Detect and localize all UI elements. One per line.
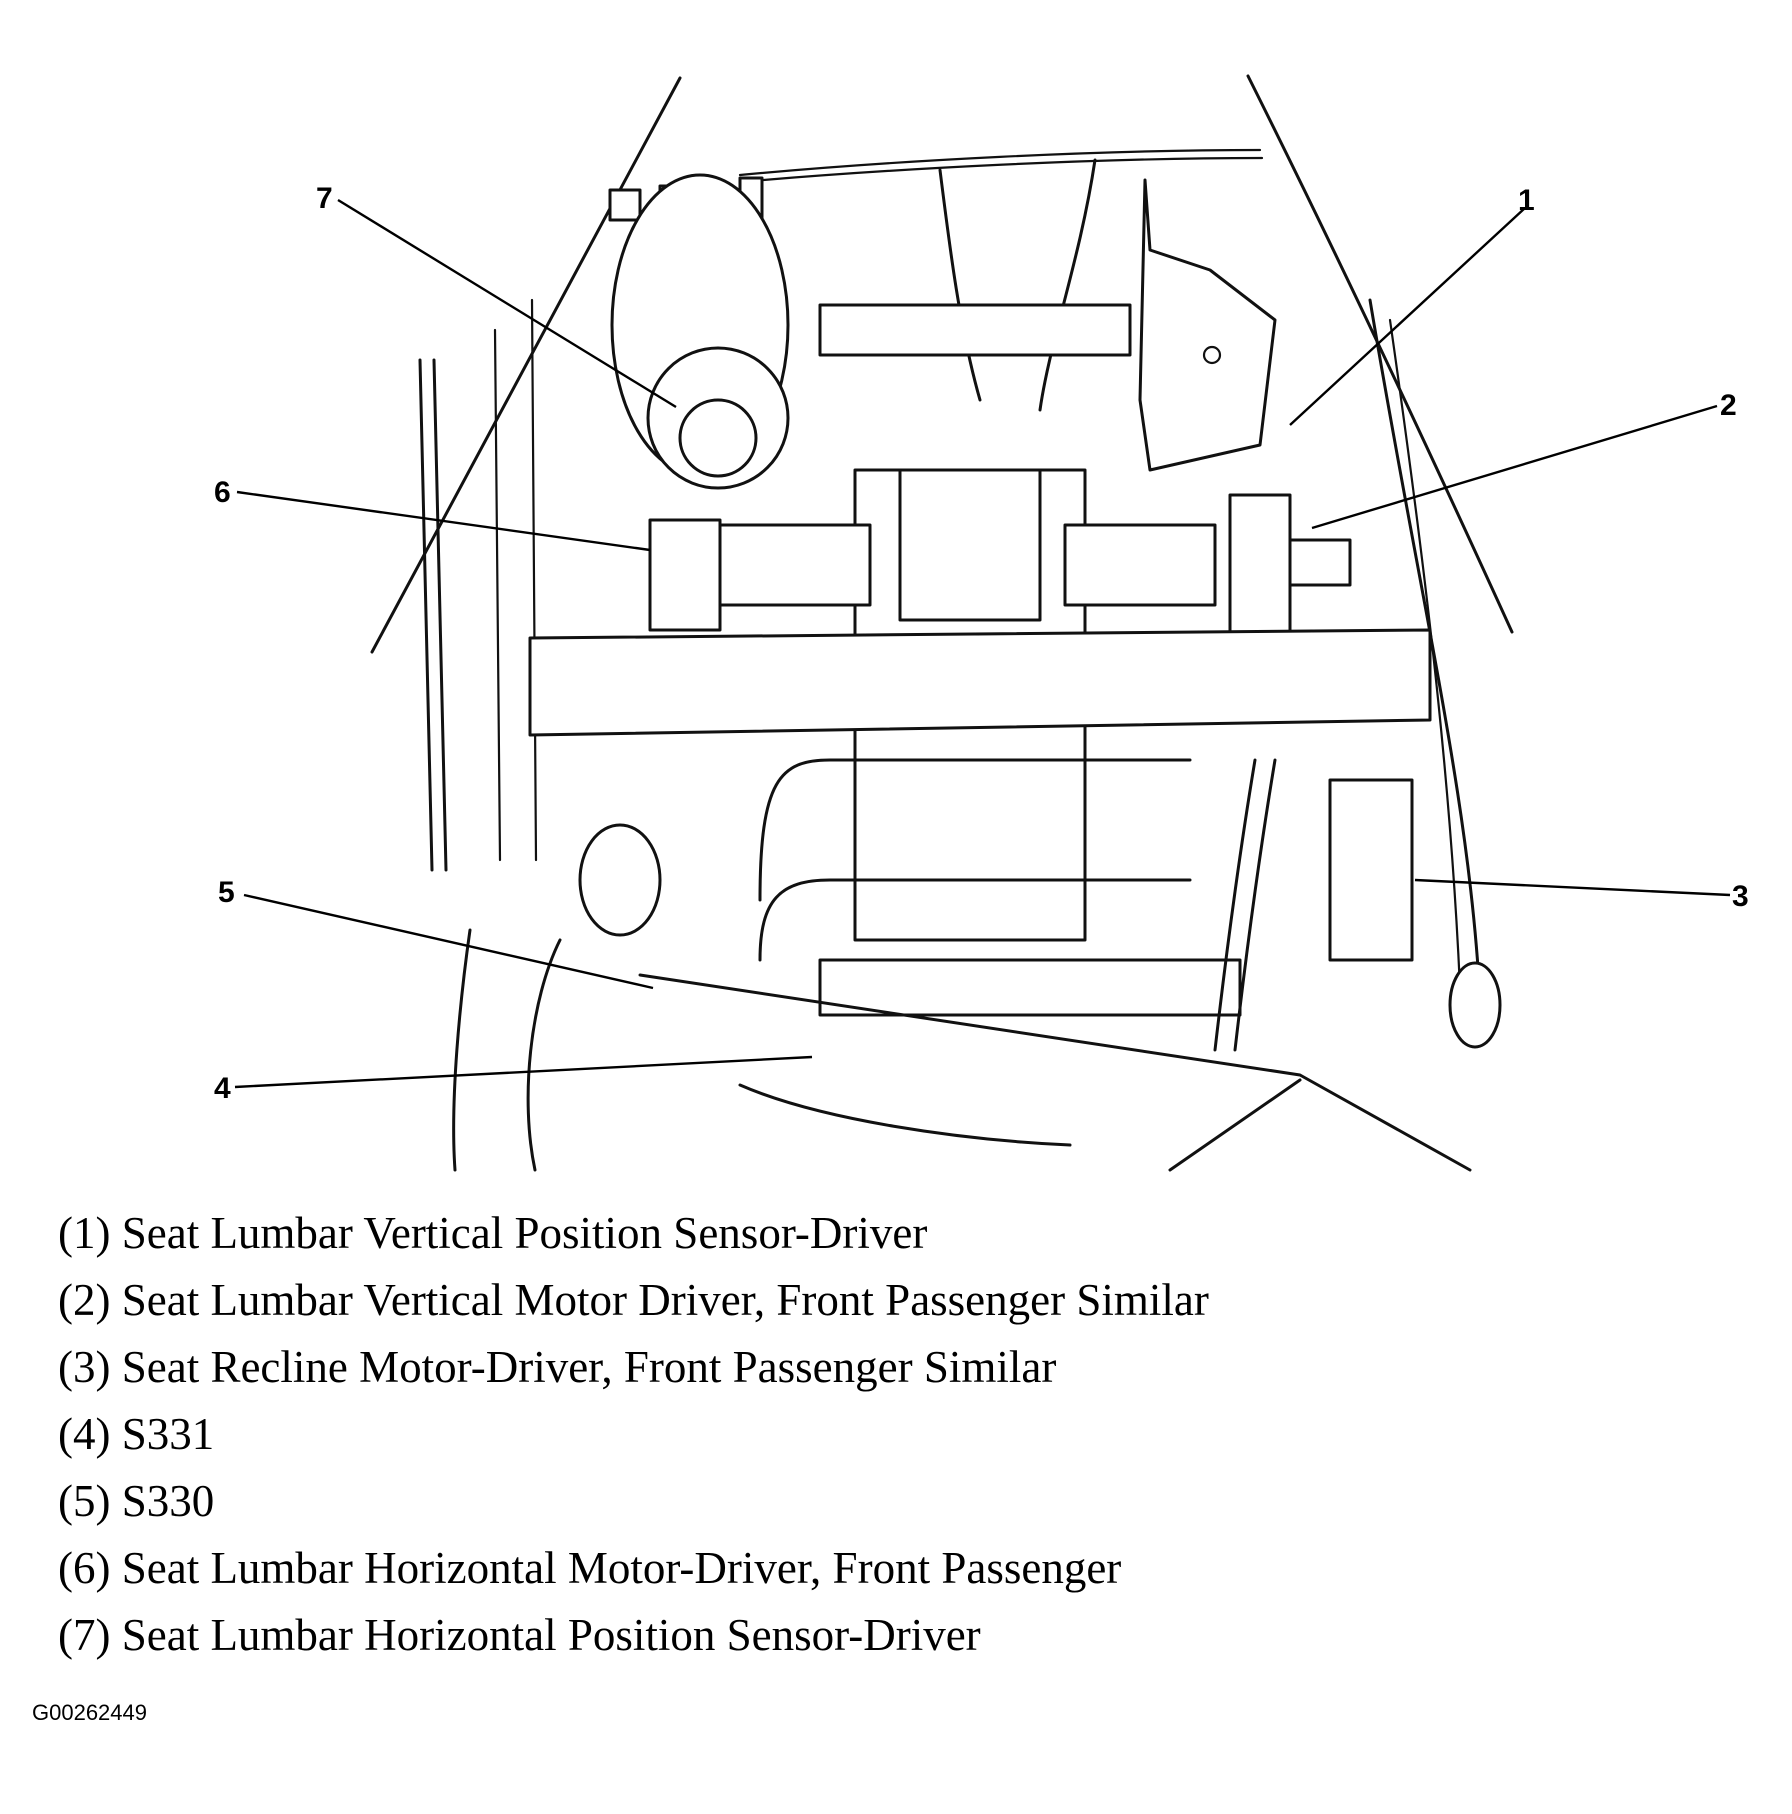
legend-item-7: (7) Seat Lumbar Horizontal Position Sens… bbox=[58, 1610, 981, 1660]
callout-6: 6 bbox=[214, 476, 231, 509]
leader-lines bbox=[234, 198, 1731, 1089]
callout-4: 4 bbox=[214, 1072, 231, 1105]
callout-3: 3 bbox=[1732, 880, 1749, 913]
figure-code: G00262449 bbox=[32, 1700, 147, 1725]
legend-item-3: (3) Seat Recline Motor-Driver, Front Pas… bbox=[58, 1342, 1057, 1392]
callout-5: 5 bbox=[218, 876, 235, 909]
callout-7: 7 bbox=[316, 182, 333, 215]
seat-back-outline bbox=[370, 74, 1514, 1042]
legend-item-5: (5) S330 bbox=[58, 1476, 215, 1526]
crossbar bbox=[528, 628, 1432, 737]
legend-item-2: (2) Seat Lumbar Vertical Motor Driver, F… bbox=[58, 1275, 1209, 1325]
callout-2: 2 bbox=[1720, 389, 1737, 422]
callout-1: 1 bbox=[1518, 184, 1535, 217]
legend: (1) Seat Lumbar Vertical Position Sensor… bbox=[58, 1200, 1758, 1669]
legend-item-4: (4) S331 bbox=[58, 1409, 215, 1459]
motor-bracket bbox=[610, 173, 1352, 1017]
legend-item-6: (6) Seat Lumbar Horizontal Motor-Driver,… bbox=[58, 1543, 1122, 1593]
legend-item-1: (1) Seat Lumbar Vertical Position Sensor… bbox=[58, 1208, 928, 1258]
seat-lumbar-diagram: 1 2 3 4 5 6 7 bbox=[214, 74, 1749, 1172]
lower-structure bbox=[452, 758, 1502, 1172]
